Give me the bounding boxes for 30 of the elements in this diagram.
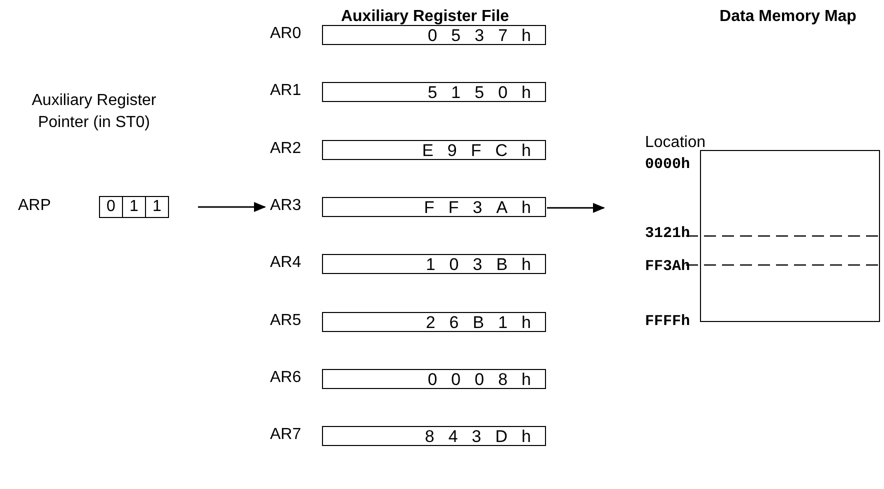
bit-cell: 0 — [99, 197, 122, 217]
address-label: 3121h — [645, 225, 690, 242]
register-value: 5150h — [322, 82, 546, 102]
register-value: FF3Ah — [322, 196, 546, 217]
register-value: 0008h — [322, 368, 546, 389]
register-value: 0537h — [322, 25, 546, 45]
register-label: AR1 — [270, 82, 302, 100]
register-label: AR2 — [270, 140, 302, 158]
pointer-label: Auxiliary Register Pointer (in ST0) — [30, 91, 158, 133]
register-label: AR4 — [270, 254, 302, 272]
column-label: Location — [645, 134, 706, 152]
register-value: 26B1h — [322, 312, 546, 332]
heading: Auxiliary Register File — [340, 8, 510, 26]
arrow — [547, 202, 605, 213]
register-value: E9FCh — [322, 140, 546, 160]
address-label: FFFFh — [645, 313, 690, 330]
register-label: ARP — [18, 197, 51, 215]
register-value: 103Bh — [322, 254, 546, 274]
address-label: FF3Ah — [645, 258, 690, 275]
register-label: AR5 — [270, 312, 302, 330]
bit-cell: 1 — [145, 197, 168, 217]
arrow — [198, 202, 266, 212]
bit-cell: 1 — [122, 197, 145, 217]
register-label: AR3 — [270, 196, 302, 215]
address-label: 0000h — [645, 156, 690, 173]
register-label: AR7 — [270, 426, 302, 444]
register-value: 843Dh — [322, 426, 546, 446]
register-label: AR0 — [270, 25, 302, 43]
register-label: AR6 — [270, 368, 302, 387]
heading: Data Memory Map — [718, 8, 858, 26]
